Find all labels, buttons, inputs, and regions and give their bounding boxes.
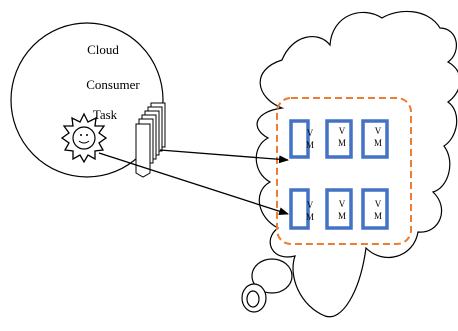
vm-label-v: V	[307, 200, 314, 210]
vm-label-m: M	[374, 211, 382, 221]
vm-box: V M	[361, 188, 389, 230]
consumer-label-line2: Consumer	[86, 77, 140, 92]
arrow-icon	[98, 152, 289, 216]
vm-label-m: M	[374, 138, 382, 148]
task-stack-icon	[135, 102, 166, 178]
sun-icon	[60, 112, 108, 164]
vm-label-m: M	[338, 211, 346, 221]
vm-label-v: V	[375, 199, 382, 209]
cloud-consumer-circle	[10, 22, 164, 178]
consumer-label-line3: Task	[93, 107, 118, 122]
vm-box: V M	[325, 188, 353, 230]
vm-label-m: M	[306, 212, 314, 222]
vm-box: V M	[289, 119, 314, 159]
vm-box: V M	[361, 119, 389, 159]
vm-label-v: V	[339, 126, 346, 136]
bubble-large	[251, 258, 293, 294]
bubble-small	[246, 290, 260, 308]
vm-label-m: M	[306, 140, 314, 150]
arrow-icon	[159, 149, 289, 164]
vm-label-v: V	[375, 126, 382, 136]
vm-box: V M	[325, 119, 353, 159]
vm-label-m: M	[338, 138, 346, 148]
vm-label-v: V	[339, 199, 346, 209]
vm-box: V M	[289, 188, 314, 230]
vm-label-v: V	[307, 128, 314, 138]
vm-pool-box	[276, 97, 412, 245]
consumer-label-line1: Cloud	[87, 42, 119, 57]
